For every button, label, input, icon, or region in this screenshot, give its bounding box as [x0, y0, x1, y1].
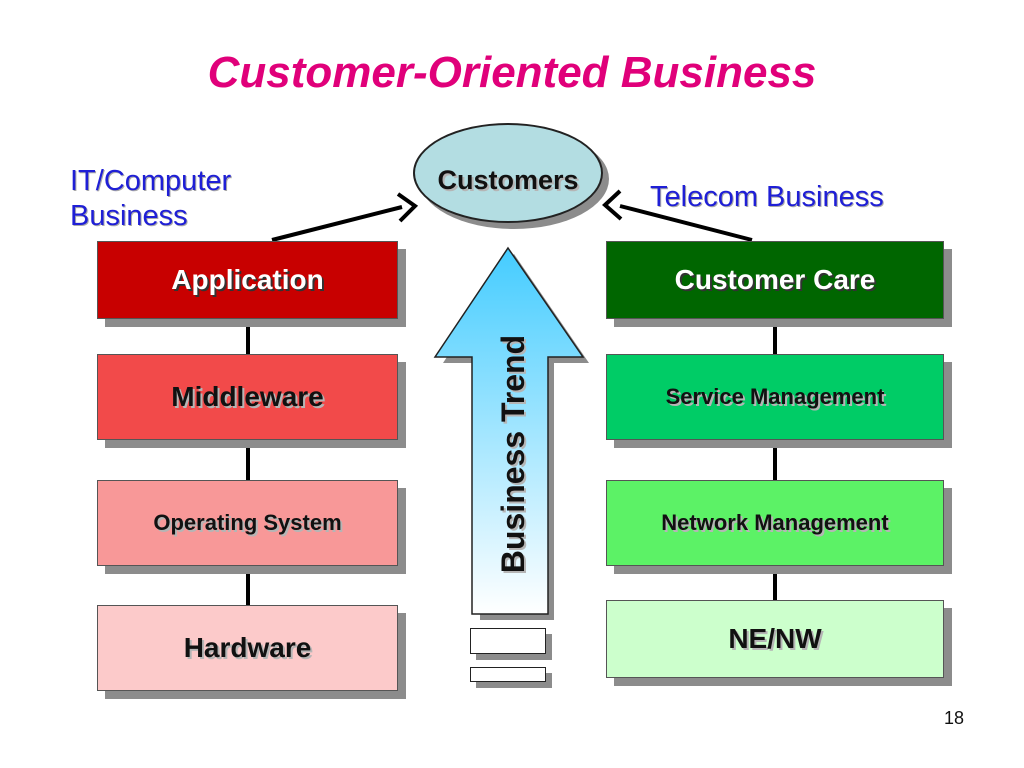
telecom-to-customers-arrowhead: [602, 189, 623, 221]
layer-service-management: Service Management: [606, 354, 944, 440]
trend-arrow: [433, 246, 585, 615]
customers-ellipse: Customers: [413, 123, 603, 223]
layer-middleware: Middleware: [97, 354, 398, 440]
trend-base-bar-upper: [470, 628, 546, 654]
layer-network-management: Network Management: [606, 480, 944, 566]
layer-middleware-label: Middleware: [171, 381, 324, 412]
layer-network-management-label: Network Management: [661, 510, 889, 535]
left-connector: [246, 565, 250, 605]
layer-application: Application: [97, 241, 398, 319]
trend-base-bar-lower: [470, 667, 546, 682]
it-to-customers-arrowhead: [396, 192, 419, 223]
layer-ne-nw-label: NE/NW: [728, 623, 822, 654]
trend-arrow-label: Business Trend: [495, 335, 531, 573]
layer-operating-system: Operating System: [97, 480, 398, 566]
right-connector: [773, 318, 777, 354]
page-number: 18: [944, 708, 965, 728]
layer-customer-care-label: Customer Care: [674, 264, 876, 295]
layer-application-label: Application: [171, 264, 324, 295]
layer-hardware-label: Hardware: [183, 632, 312, 663]
right-connector: [773, 565, 777, 601]
it-to-customers-line: [271, 205, 403, 242]
left-connector: [246, 318, 250, 354]
it-heading-line2: Business: [70, 200, 188, 232]
layer-hardware: Hardware: [97, 605, 398, 691]
layer-operating-system-label: Operating System: [153, 510, 342, 535]
it-heading-line1: IT/Computer: [70, 165, 232, 197]
trend-arrow-label-shadow: Business Trend: [497, 337, 533, 575]
right-connector: [773, 440, 777, 480]
slide-title: Customer-Oriented Business: [207, 48, 817, 97]
layer-ne-nw: NE/NW: [606, 600, 944, 678]
layer-customer-care: Customer Care: [606, 241, 944, 319]
it-computer-business-heading: IT/Computer Business: [70, 164, 231, 234]
customers-label: Customers: [437, 165, 579, 195]
layer-service-management-label: Service Management: [665, 384, 885, 409]
left-connector: [246, 440, 250, 480]
telecom-to-customers-line: [619, 204, 753, 242]
telecom-business-heading: Telecom Business: [650, 181, 884, 213]
